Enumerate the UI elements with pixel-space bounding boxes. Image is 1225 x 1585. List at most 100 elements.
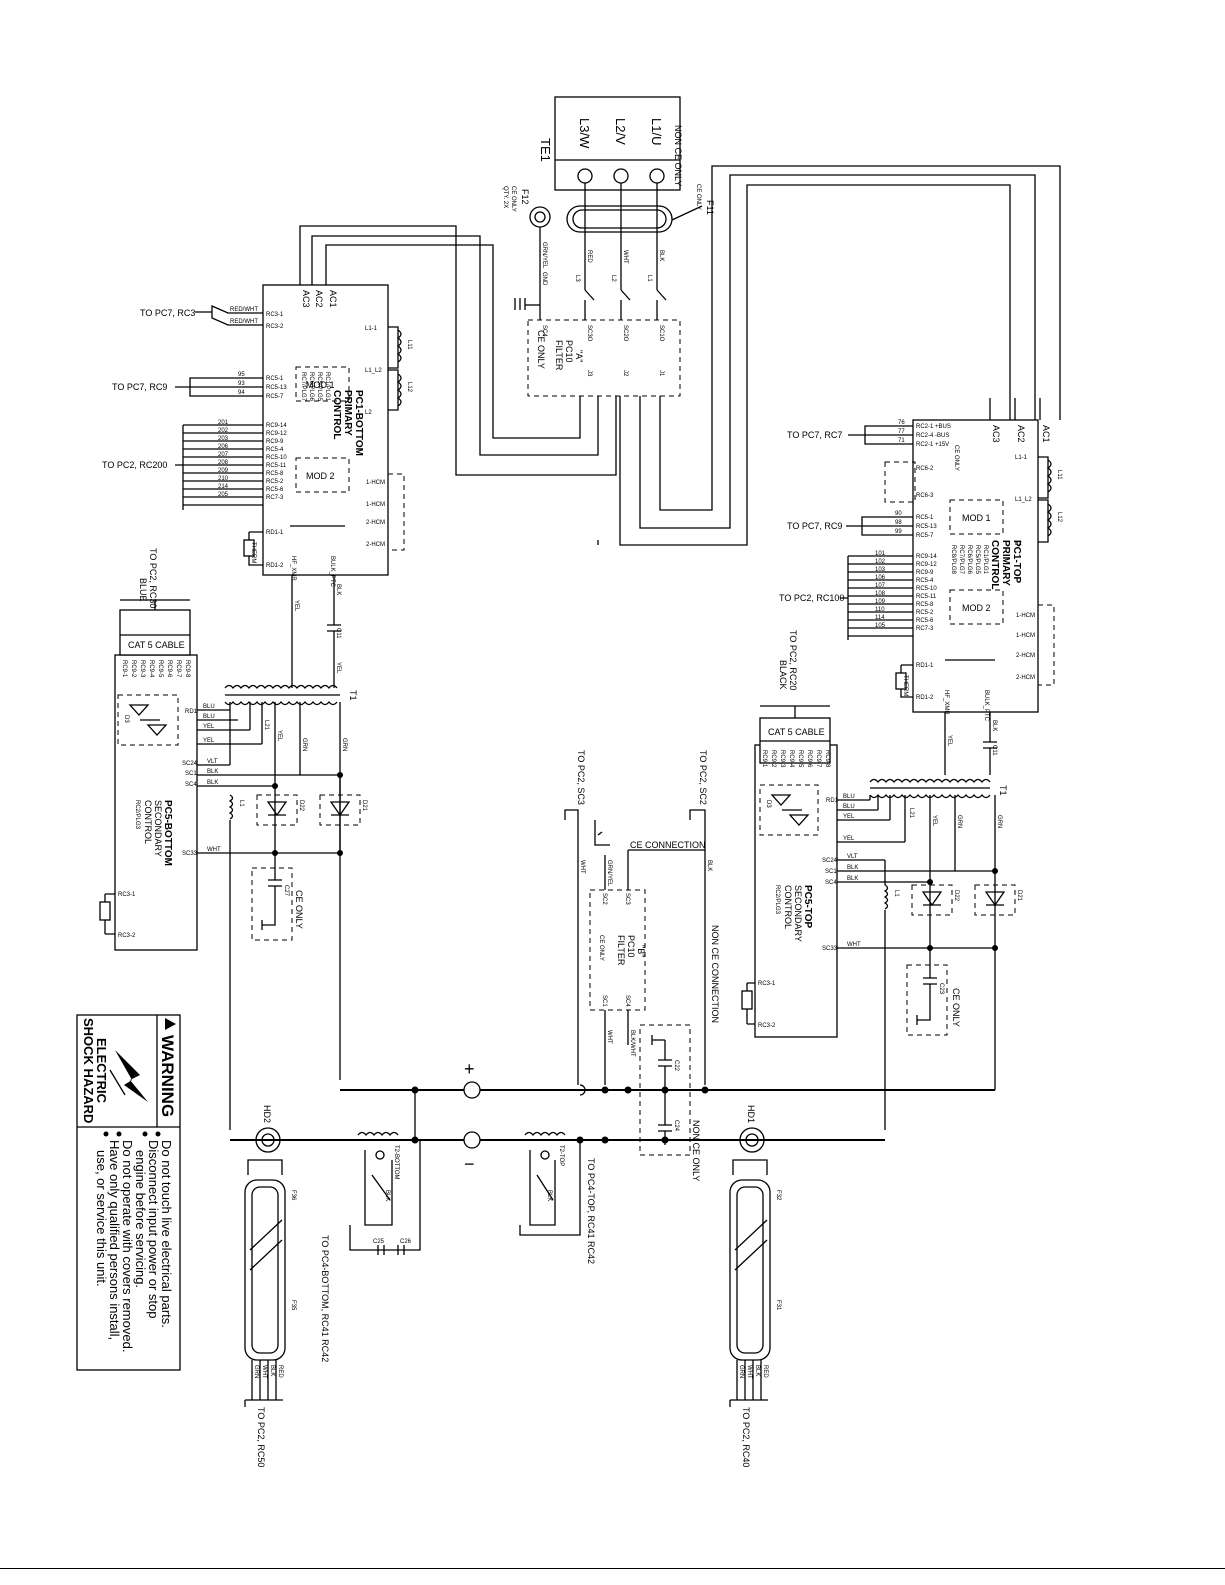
- pc1b-rc9-2: RC9-9: [266, 439, 284, 445]
- pc1t-rc9-5: RC5-11: [916, 594, 937, 600]
- filter-a-line-2: "A": [574, 350, 584, 362]
- pc1t-rc9-0: RC9-14: [916, 554, 937, 560]
- pc5t-w-blk1: BLK: [847, 865, 858, 871]
- pc1t-therm: THERM: [902, 675, 908, 696]
- warning-bullet-1: Disconnect input power or stop: [146, 1140, 161, 1318]
- pc1b-rc5-2: RC5-13: [266, 385, 287, 391]
- pc5t-pin-1: RC9-2: [770, 750, 776, 768]
- c11-b: C11: [335, 628, 341, 639]
- pc1b-plug-1: RC5/PLG5: [316, 372, 322, 402]
- pc5b-pin-0: RC9-1: [121, 660, 127, 678]
- pc1b-w207: 207: [218, 452, 229, 458]
- t2b-blk: BLK: [384, 1190, 390, 1201]
- pc5t-yel-0: YEL: [843, 814, 855, 820]
- pc1t-w106: 106: [875, 575, 886, 581]
- filter-a-pin-2: SC2O: [622, 325, 628, 342]
- grn-t1: GRN: [956, 815, 962, 828]
- pc5t-pin-3: RC9-4: [788, 750, 794, 768]
- yel-b2: YEL: [335, 662, 341, 674]
- pc5b-pin-1: RC9-2: [130, 660, 136, 678]
- pc5b-rd: RD1: [185, 709, 198, 715]
- pc1t-rc2-1: RC2-4 -BUS: [916, 433, 949, 439]
- pc1t-plug-2: RC6/PLG6: [966, 545, 972, 575]
- pc5t-title-0: PC5-TOP: [802, 885, 813, 928]
- c23-t: C23: [938, 983, 944, 995]
- terminal-name: TE1: [538, 138, 553, 162]
- pc1t-rd2: RD1-2: [916, 695, 934, 701]
- pc1t-w110: 110: [875, 607, 885, 613]
- pc1t-w107: 107: [875, 583, 886, 589]
- pc5b-pin-2: RC9-3: [139, 660, 145, 678]
- pc5b-blu-1: BLU: [203, 714, 215, 720]
- filter-a-line-1: FILTER: [554, 340, 564, 371]
- pc1t-rc6-2: RC6-2: [916, 466, 934, 472]
- pc1b-rc9-8: RC5-6: [266, 487, 284, 493]
- warning-bullet-3: Do not operate with covers removed.: [120, 1140, 135, 1352]
- pc1t-rc9-8: RC5-6: [916, 618, 934, 624]
- pc5b-cable: CAT 5 CABLE: [128, 640, 185, 650]
- pc1t-rc2w-2: 71: [898, 438, 905, 444]
- pc1t-rc9-4: RC5-10: [916, 586, 937, 592]
- pc1b-w203: 203: [218, 436, 229, 442]
- blk-b1: BLK: [335, 584, 341, 595]
- grn-t2: GRN: [996, 815, 1002, 828]
- pc5b-title-1: SECONDARY: [153, 800, 163, 857]
- terminal-label-l2: L2/V: [613, 118, 628, 145]
- minus-terminal: −: [464, 1154, 475, 1174]
- pc5-bottom-board: CAT 5 CABLE TO PC2, RC30 BLUE RC9-1 RC9-…: [99, 548, 198, 951]
- pc1t-rc2-2: RC2-1 +15V: [916, 442, 949, 448]
- pc1t-rc2w-0: 76: [898, 420, 905, 426]
- pc1b-rc3-1: RC3-1: [266, 312, 284, 318]
- pc1t-rc9-6: RC5-8: [916, 602, 934, 608]
- pc5b-sc24: SC24: [182, 761, 198, 767]
- pc1t-rc9-7: RC5-2: [916, 610, 934, 616]
- filter-a: PC10 FILTER "A" CE ONLY SC4 SC3O SC2O SC…: [527, 319, 681, 397]
- pc1b-title-1: PRIMARY: [342, 390, 353, 436]
- filter-b: TO PC2, SC3 TO PC2, SC2 WHT BLK CE CONNE…: [564, 750, 720, 1181]
- pc1t-rc9-9: RC7-3: [916, 626, 934, 632]
- pc1b-w208: 208: [218, 460, 229, 466]
- pc1-bottom-harness: RC3-1 RC3-2 RED/WHT RED/WHT TO PC7, RC3 …: [102, 305, 287, 510]
- hazard-line-1: SHOCK HAZARD: [81, 1018, 96, 1123]
- pc1t-title-2: CONTROL: [989, 540, 1000, 589]
- pc5t-sc33: SC33: [822, 946, 838, 952]
- wire-l1: L1: [646, 275, 652, 282]
- pc5b-pin-6: RC9-7: [175, 660, 181, 678]
- filter-a-j2: J2: [622, 370, 628, 377]
- to-pc2-sc3: TO PC2, SC3: [576, 750, 586, 805]
- d22-t: D22: [953, 890, 959, 902]
- ac-routing: [299, 165, 1061, 546]
- fb-wht2: WHT: [606, 1030, 612, 1044]
- to-pc7-rc3: TO PC7, RC3: [140, 308, 195, 318]
- pc5b-sc1: SC1: [185, 771, 197, 777]
- fb-line-0: PC10: [626, 935, 636, 958]
- filter-a-sc4: SC4: [541, 325, 547, 337]
- pc1b-rc3w-2: RED/WHT: [230, 319, 258, 325]
- to-pc4-top: TO PC4-TOP, RC41 RC42: [586, 1158, 596, 1264]
- pc1b-rc5w-3: 94: [238, 390, 245, 396]
- pc1t-rd1: RD1-1: [916, 663, 934, 669]
- pc1t-w114: 114: [875, 615, 885, 621]
- warning-bullet-2: engine before servicing.: [133, 1150, 148, 1288]
- to-pc7-rc7: TO PC7, RC7: [787, 430, 842, 440]
- pc1t-mod2: MOD 2: [962, 603, 991, 613]
- t2-transformers: T2-BOTTOM BLK C25 C26 TO PC4-BOTTOM, RC4…: [320, 1131, 596, 1362]
- f36: F36: [290, 1190, 296, 1201]
- l21-b: L21: [263, 720, 269, 731]
- pc5t-pin-4: RC9-5: [797, 750, 803, 768]
- pc5t-sc24: SC24: [822, 858, 838, 864]
- pc1-bottom-to-t1: C11 YEL YEL BLK: [291, 575, 341, 688]
- fb-line-2: "B": [636, 945, 646, 957]
- pc5b-to-0: TO PC2, RC30: [148, 548, 158, 608]
- pc5b-w-blk1: BLK: [207, 769, 218, 775]
- c24: C24: [673, 1120, 679, 1132]
- pc5t-title-2: CONTROL: [783, 885, 793, 929]
- pc5b-w-wht: WHT: [207, 847, 221, 853]
- grn-b2: GRN: [341, 738, 347, 751]
- lt-b: L1: [238, 800, 244, 807]
- filter-a-pin-1: SC3O: [586, 325, 592, 342]
- pc5b-title-0: PC5-BOTTOM: [162, 800, 173, 866]
- pc1b-ac2: AC2: [314, 290, 324, 308]
- pc5b-w-blk2: BLK: [207, 780, 218, 786]
- d21-b: D21: [361, 800, 367, 812]
